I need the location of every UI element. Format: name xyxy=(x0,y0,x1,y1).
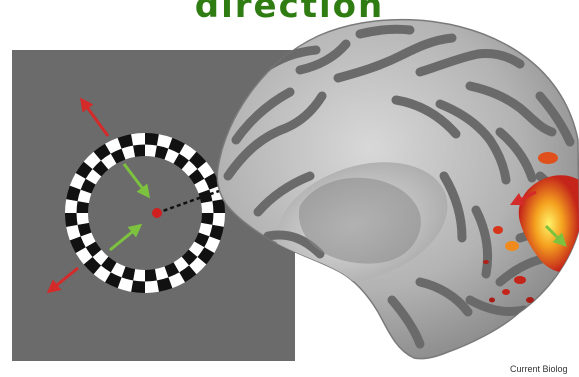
checker-segment xyxy=(77,213,89,225)
checker-segment xyxy=(133,145,145,157)
checker-segment xyxy=(133,269,145,281)
checker-segment xyxy=(201,201,213,213)
checker-segment xyxy=(65,213,78,227)
checker-segment xyxy=(131,280,145,293)
checker-segment xyxy=(77,201,89,213)
fixation-dot xyxy=(152,208,162,218)
checker-segment xyxy=(212,213,225,227)
checker-segment xyxy=(145,145,157,157)
credit-label: Current Biolog xyxy=(510,364,568,374)
checker-segment xyxy=(201,213,213,225)
checker-segment xyxy=(145,133,159,146)
checker-segment xyxy=(131,133,145,146)
page-title: direction xyxy=(0,0,579,26)
checker-segment xyxy=(145,280,159,293)
checker-segment xyxy=(212,199,225,213)
checker-segment xyxy=(65,199,78,213)
checker-segment xyxy=(145,269,157,281)
